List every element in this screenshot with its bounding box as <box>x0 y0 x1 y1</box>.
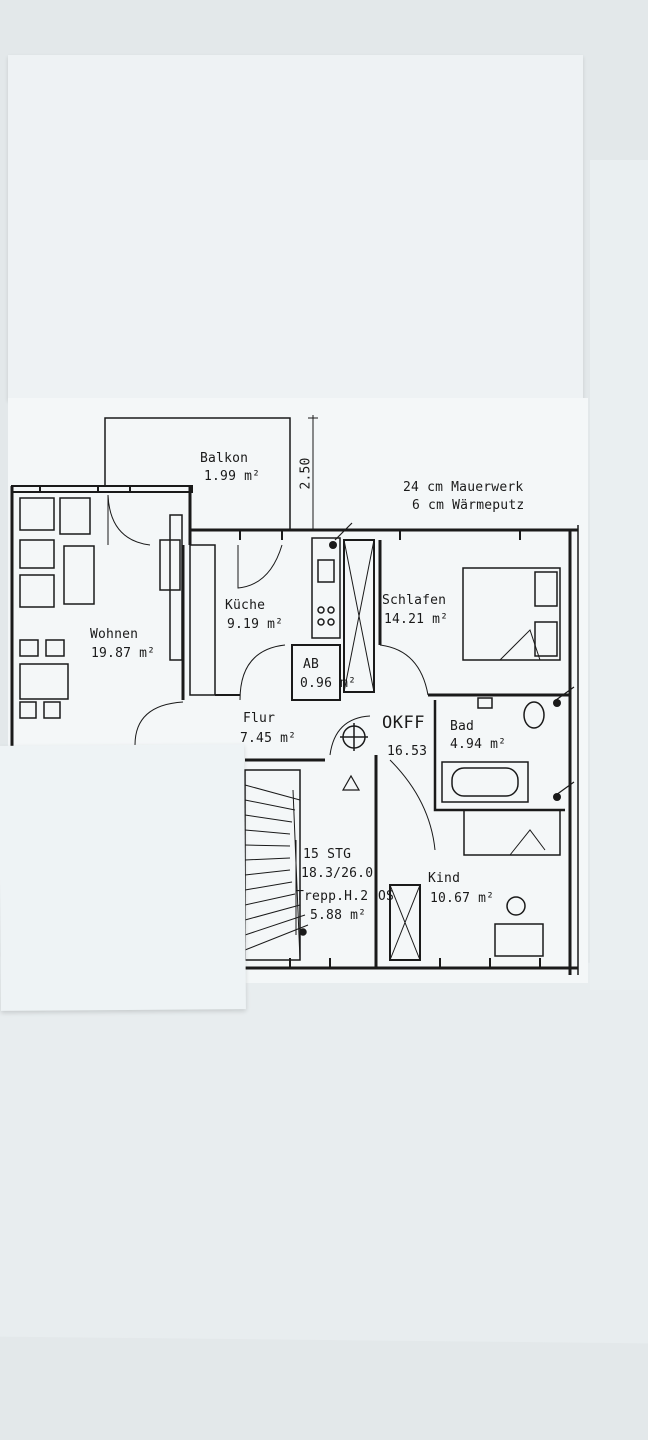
room-area-ab: 0.96 m² <box>300 676 357 691</box>
room-area-flur: 7.45 m² <box>240 731 297 746</box>
room-area-wohnen: 19.87 m² <box>91 646 156 661</box>
room-label-balkon: Balkon <box>200 451 249 466</box>
room-area-balkon: 1.99 m² <box>204 469 261 484</box>
room-area-schlafen: 14.21 m² <box>384 612 449 627</box>
room-area-bad: 4.94 m² <box>450 737 507 752</box>
room-label-ab: AB <box>303 657 320 672</box>
floor-level-mark: OKFF <box>382 713 425 733</box>
floor-level-value: 16.53 <box>387 744 428 759</box>
room-label-flur: Flur <box>243 711 276 726</box>
room-label-kueche: Küche <box>225 598 266 613</box>
stairs-name: Trepp.H.2 <box>296 889 369 904</box>
stairs-ratio: 18.3/26.0 <box>301 866 374 881</box>
top-paper-sheet <box>8 55 583 400</box>
balcony-outline <box>104 417 291 530</box>
stairs-area: 5.88 m² <box>310 908 367 923</box>
stairs-steps: 15 STG <box>303 847 352 862</box>
room-label-kind: Kind <box>428 871 461 886</box>
stairs-side-mark: OS <box>378 889 395 904</box>
room-label-schlafen: Schlafen <box>382 593 447 608</box>
right-paper-sheet <box>590 160 648 990</box>
wall-note-plaster: 6 cm Wärmeputz <box>412 498 525 513</box>
cover-paper-sheet <box>0 744 246 1011</box>
room-label-bad: Bad <box>450 719 475 734</box>
room-area-kueche: 9.19 m² <box>227 617 284 632</box>
room-area-kind: 10.67 m² <box>430 891 495 906</box>
wall-note-masonry: 24 cm Mauerwerk <box>403 480 524 495</box>
room-label-wohnen: Wohnen <box>90 627 139 642</box>
dimension-label: 2.50 <box>298 457 314 490</box>
